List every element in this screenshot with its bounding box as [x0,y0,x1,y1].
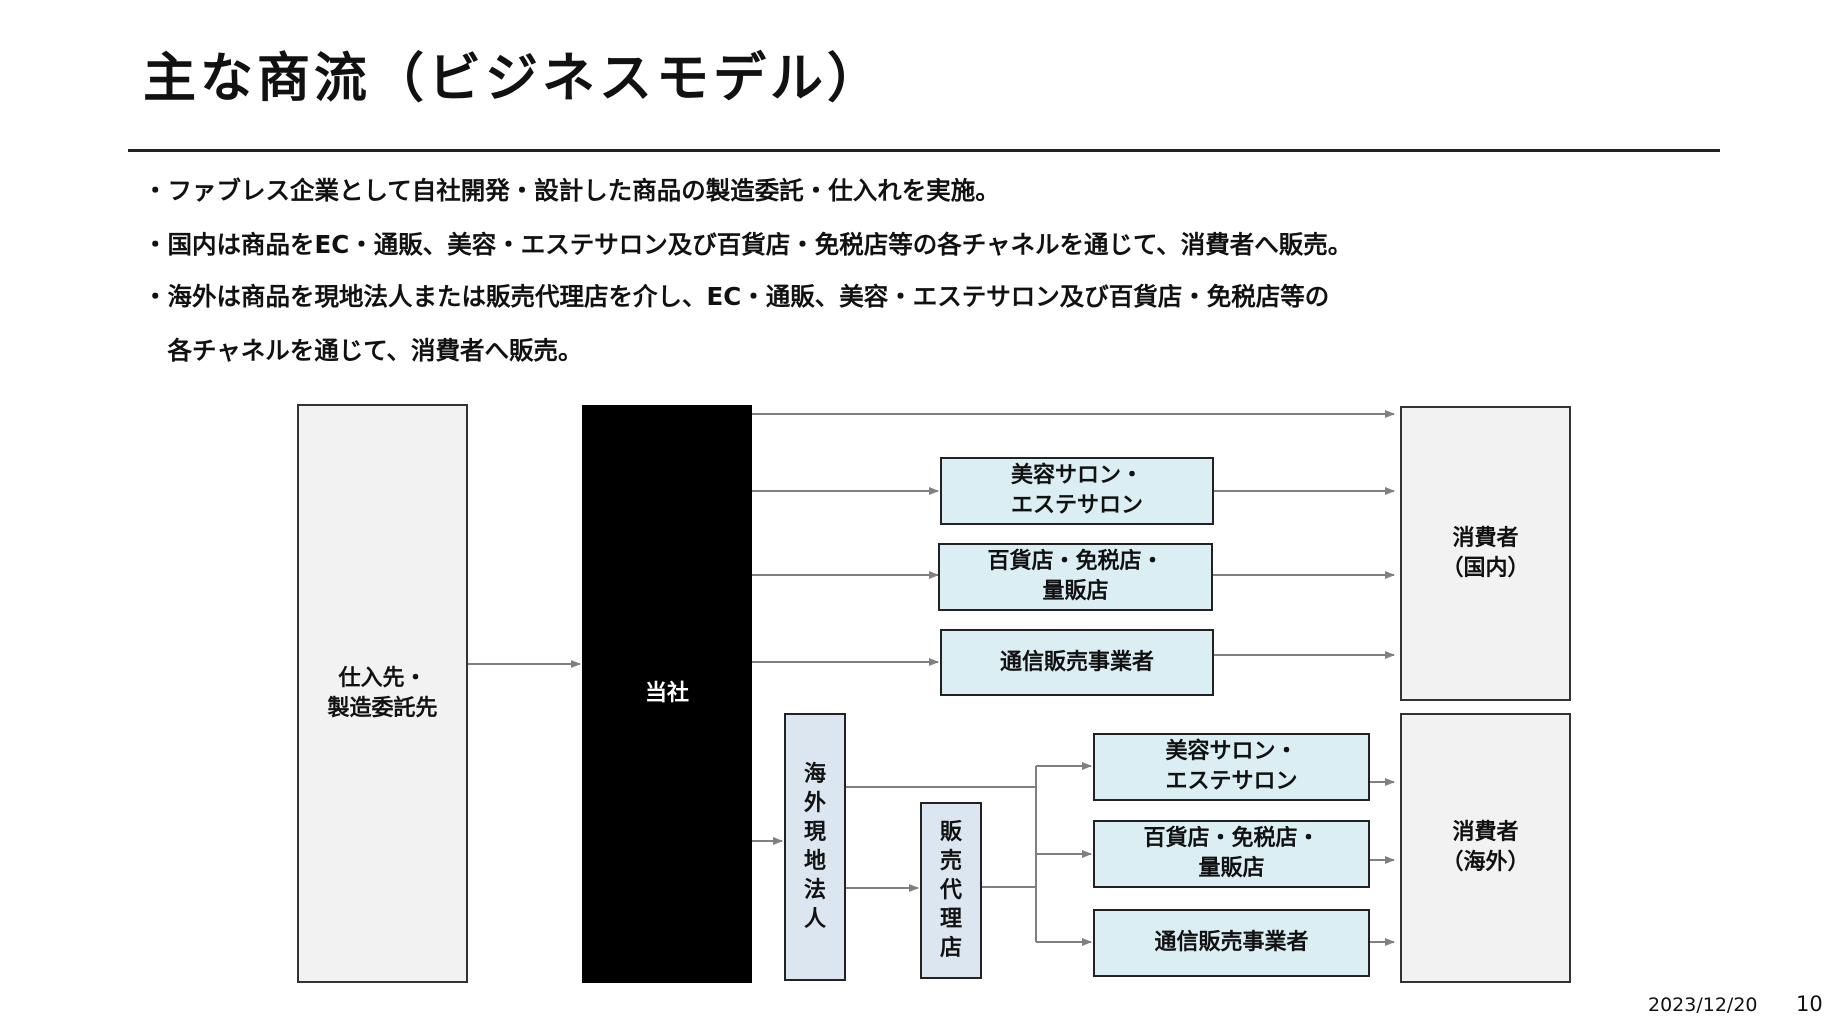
consumer-overseas-box: 消費者 （海外） [1400,713,1571,983]
overseas-mail-order-box: 通信販売事業者 [1093,909,1370,977]
overseas-salon-box: 美容サロン・ エステサロン [1093,733,1370,801]
bullet-text-4: 各チャネルを通じて、消費者へ販売。 [143,336,583,365]
supplier-box: 仕入先・ 製造委託先 [297,404,468,983]
consumer-domestic-box: 消費者 （国内） [1400,406,1571,701]
bullet-text-3: ・海外は商品を現地法人または販売代理店を介し、EC・通販、美容・エステサロン及び… [143,282,1330,311]
bullet-text-1: ・ファブレス企業として自社開発・設計した商品の製造委託・仕入れを実施。 [143,176,1000,205]
overseas-subsidiary-box: 海 外 現 地 法 人 [784,713,846,981]
domestic-mail-order-box: 通信販売事業者 [940,629,1214,696]
page-number: 10 [1796,992,1823,1016]
overseas-department-box: 百貨店・免税店・ 量販店 [1093,820,1370,888]
domestic-department-box: 百貨店・免税店・ 量販店 [938,543,1213,611]
title-divider [128,149,1720,152]
company-box: 当社 [582,405,752,983]
bullet-text-2: ・国内は商品をEC・通販、美容・エステサロン及び百貨店・免税店等の各チャネルを通… [143,230,1353,259]
domestic-salon-box: 美容サロン・ エステサロン [940,457,1214,525]
footer-date: 2023/12/20 [1648,994,1758,1016]
sales-agent-box: 販 売 代 理 店 [920,802,982,979]
page-title: 主な商流（ビジネスモデル） [143,48,884,109]
